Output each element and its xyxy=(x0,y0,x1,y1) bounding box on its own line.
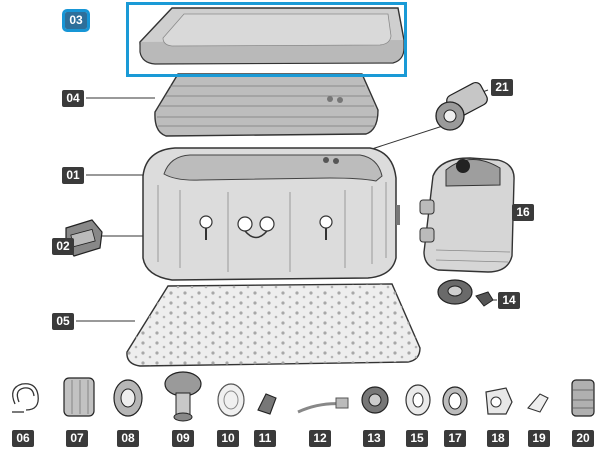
part-label-11[interactable]: 11 xyxy=(254,430,276,447)
ring-icon[interactable] xyxy=(405,384,431,416)
part-label-10[interactable]: 10 xyxy=(217,430,239,447)
selection-highlight xyxy=(126,2,407,77)
chemical-floater-icon[interactable] xyxy=(164,371,202,422)
part-label-05[interactable]: 05 xyxy=(52,313,74,330)
part-label-17[interactable]: 17 xyxy=(444,430,466,447)
strainer-icon[interactable] xyxy=(217,383,245,417)
part-label-02[interactable]: 02 xyxy=(52,238,74,255)
plunger-valve-icon[interactable] xyxy=(527,393,549,413)
valve-cap-icon[interactable] xyxy=(257,393,277,415)
connector-large-icon[interactable] xyxy=(571,379,595,417)
part-label-13[interactable]: 13 xyxy=(363,430,385,447)
part-label-21[interactable]: 21 xyxy=(491,79,513,96)
filter-cartridge-icon[interactable] xyxy=(113,379,143,417)
spa-tub-icon[interactable] xyxy=(142,147,400,281)
brush-icon[interactable] xyxy=(297,397,349,414)
part-label-18[interactable]: 18 xyxy=(487,430,509,447)
buckle-icon[interactable] xyxy=(65,219,103,257)
adapter-icon[interactable] xyxy=(485,387,513,415)
part-label-01[interactable]: 01 xyxy=(62,167,84,184)
part-label-19[interactable]: 19 xyxy=(528,430,550,447)
filter-housing-icon[interactable] xyxy=(63,377,95,417)
part-label-20[interactable]: 20 xyxy=(572,430,594,447)
filter-cap-icon[interactable] xyxy=(361,386,389,414)
connector-icon[interactable] xyxy=(435,80,489,131)
part-label-16[interactable]: 16 xyxy=(512,204,534,221)
part-label-04[interactable]: 04 xyxy=(62,90,84,107)
part-label-09[interactable]: 09 xyxy=(172,430,194,447)
hose-icon[interactable] xyxy=(12,383,39,413)
part-label-14[interactable]: 14 xyxy=(498,292,520,309)
part-label-07[interactable]: 07 xyxy=(66,430,88,447)
part-label-12[interactable]: 12 xyxy=(309,430,331,447)
ground-cloth-icon[interactable] xyxy=(126,283,421,367)
cover-icon[interactable] xyxy=(139,7,405,65)
drain-plug-icon[interactable] xyxy=(437,279,494,307)
pump-icon[interactable] xyxy=(419,157,515,273)
nut-icon[interactable] xyxy=(442,386,468,416)
part-label-06[interactable]: 06 xyxy=(12,430,34,447)
part-label-08[interactable]: 08 xyxy=(117,430,139,447)
part-label-15[interactable]: 15 xyxy=(406,430,428,447)
inflatable-cover-bladder-icon[interactable] xyxy=(154,73,379,137)
part-label-03[interactable]: 03 xyxy=(62,9,90,32)
